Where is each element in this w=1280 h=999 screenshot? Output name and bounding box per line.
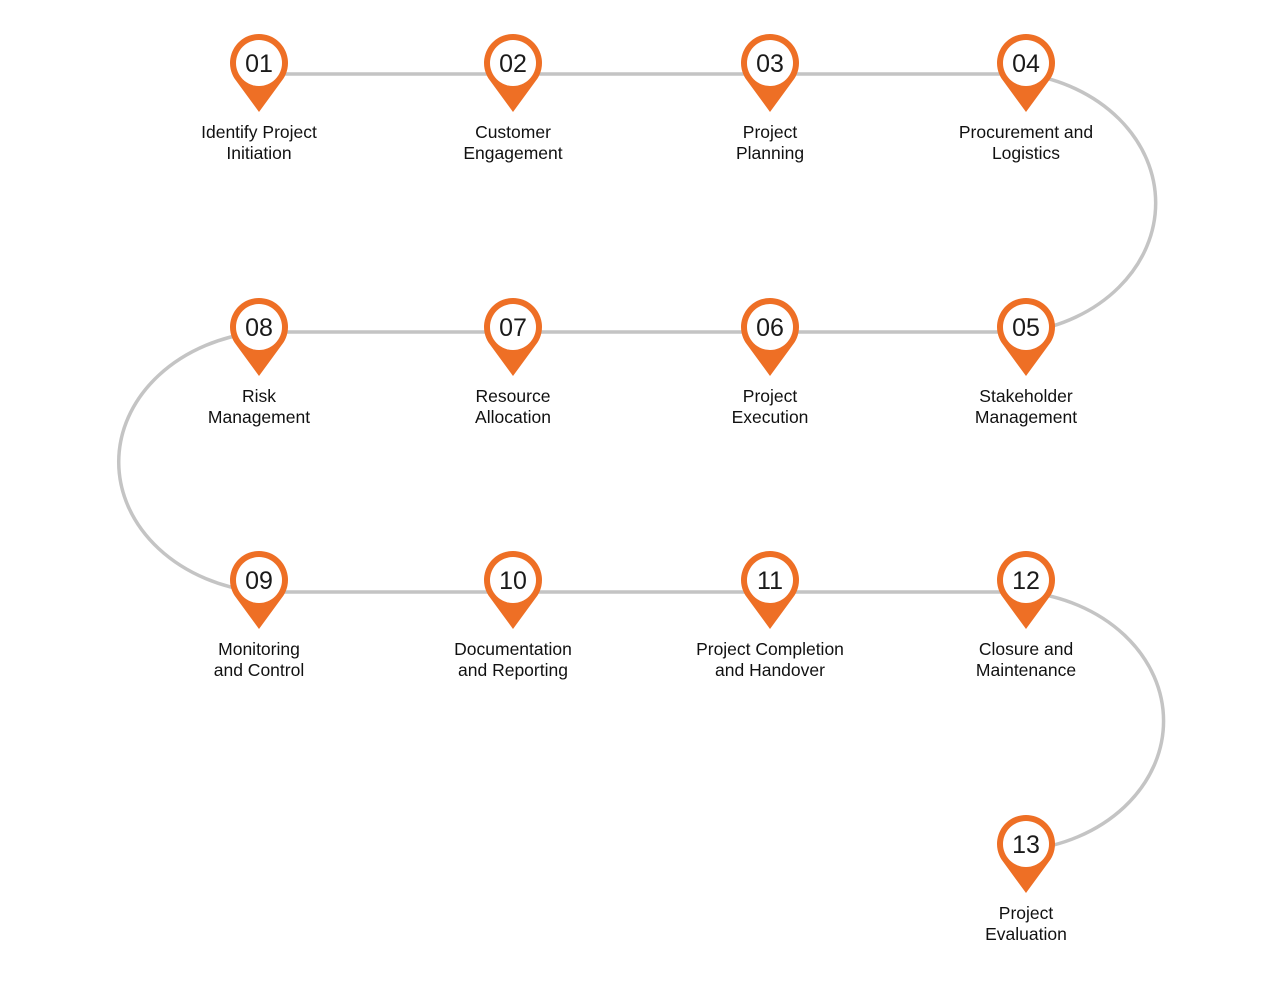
step-pin-02: 02 (484, 33, 542, 113)
pin-inner-circle (490, 40, 536, 86)
step-number: 03 (756, 50, 784, 78)
step-label-line: Engagement (463, 143, 563, 163)
step-label-line: Identify Project (201, 122, 317, 142)
step-number: 07 (499, 314, 527, 342)
step-number: 13 (1012, 831, 1040, 859)
step-label-line: Project Completion (696, 639, 844, 659)
step-number: 01 (245, 50, 273, 78)
step-pin-03: 03 (740, 33, 799, 113)
step-label-line: Planning (735, 143, 805, 163)
step-number: 11 (757, 567, 783, 595)
step-number: 06 (756, 314, 784, 342)
step-pin-08: 08 (230, 297, 288, 376)
step-number: 12 (1012, 567, 1040, 595)
step-pin-10: 10 (484, 550, 542, 629)
step-number: 10 (499, 567, 527, 595)
connector-path (116, 72, 1166, 852)
step-label-line: and Control (213, 660, 305, 680)
pin-inner-circle (747, 40, 793, 86)
connector-curve-right-2 (1025, 590, 1166, 852)
step-label-line: Execution (731, 407, 809, 427)
step-label-line: Project (998, 903, 1054, 923)
step-pin-01: 01 (230, 33, 288, 113)
step-label-line: Project (742, 386, 798, 406)
step-pin-11: 11 (740, 550, 799, 629)
step-pin-12: 12 (997, 550, 1055, 629)
pin-inner-circle (236, 40, 282, 86)
step-label-line: Evaluation (985, 924, 1067, 944)
pin-inner-circle (1003, 557, 1049, 603)
step-label-line: Documentation (454, 639, 572, 659)
step-label-line: and Handover (715, 660, 825, 680)
pin-inner-circle (490, 304, 536, 350)
step-label-line: Resource (475, 386, 551, 406)
step-label-line: Maintenance (975, 660, 1077, 680)
step-pin-04: 04 (997, 33, 1055, 113)
step-label-line: Monitoring (218, 639, 300, 659)
step-label-line: Logistics (991, 143, 1061, 163)
pin-inner-circle (747, 304, 793, 350)
step-label-line: Risk (241, 386, 277, 406)
step-pins: 01 02 03 04 05 06 07 08 09 10 11 12 13 (230, 33, 1055, 893)
step-number: 09 (245, 567, 273, 595)
step-label-line: Procurement and (958, 122, 1094, 142)
connector-curve-right-1 (1025, 72, 1158, 334)
step-label-line: Closure and (978, 639, 1074, 659)
step-label-line: Initiation (226, 143, 292, 163)
step-label-line: and Reporting (458, 660, 568, 680)
step-label-line: Management (974, 407, 1078, 427)
step-number: 08 (245, 314, 273, 342)
step-pin-06: 06 (741, 297, 800, 376)
pin-inner-circle (490, 557, 536, 603)
pin-inner-circle (1003, 40, 1049, 86)
step-pin-05: 05 (997, 297, 1055, 376)
step-label-line: Allocation (475, 407, 551, 427)
step-pin-09: 09 (230, 550, 288, 629)
pin-inner-circle (747, 557, 793, 603)
step-number: 02 (499, 50, 527, 78)
step-label-line: Project (742, 122, 798, 142)
step-number: 04 (1012, 50, 1040, 78)
step-pin-07: 07 (484, 297, 542, 376)
pin-inner-circle (1003, 304, 1049, 350)
pin-inner-circle (1003, 821, 1049, 867)
pin-inner-circle (236, 557, 282, 603)
step-label-line: Management (207, 407, 311, 427)
step-number: 05 (1012, 314, 1040, 342)
step-label-line: Customer (475, 122, 551, 142)
step-pin-13: 13 (997, 814, 1055, 893)
step-label-line: Stakeholder (979, 386, 1073, 406)
connector-curve-left (116, 330, 260, 594)
pin-inner-circle (236, 304, 282, 350)
